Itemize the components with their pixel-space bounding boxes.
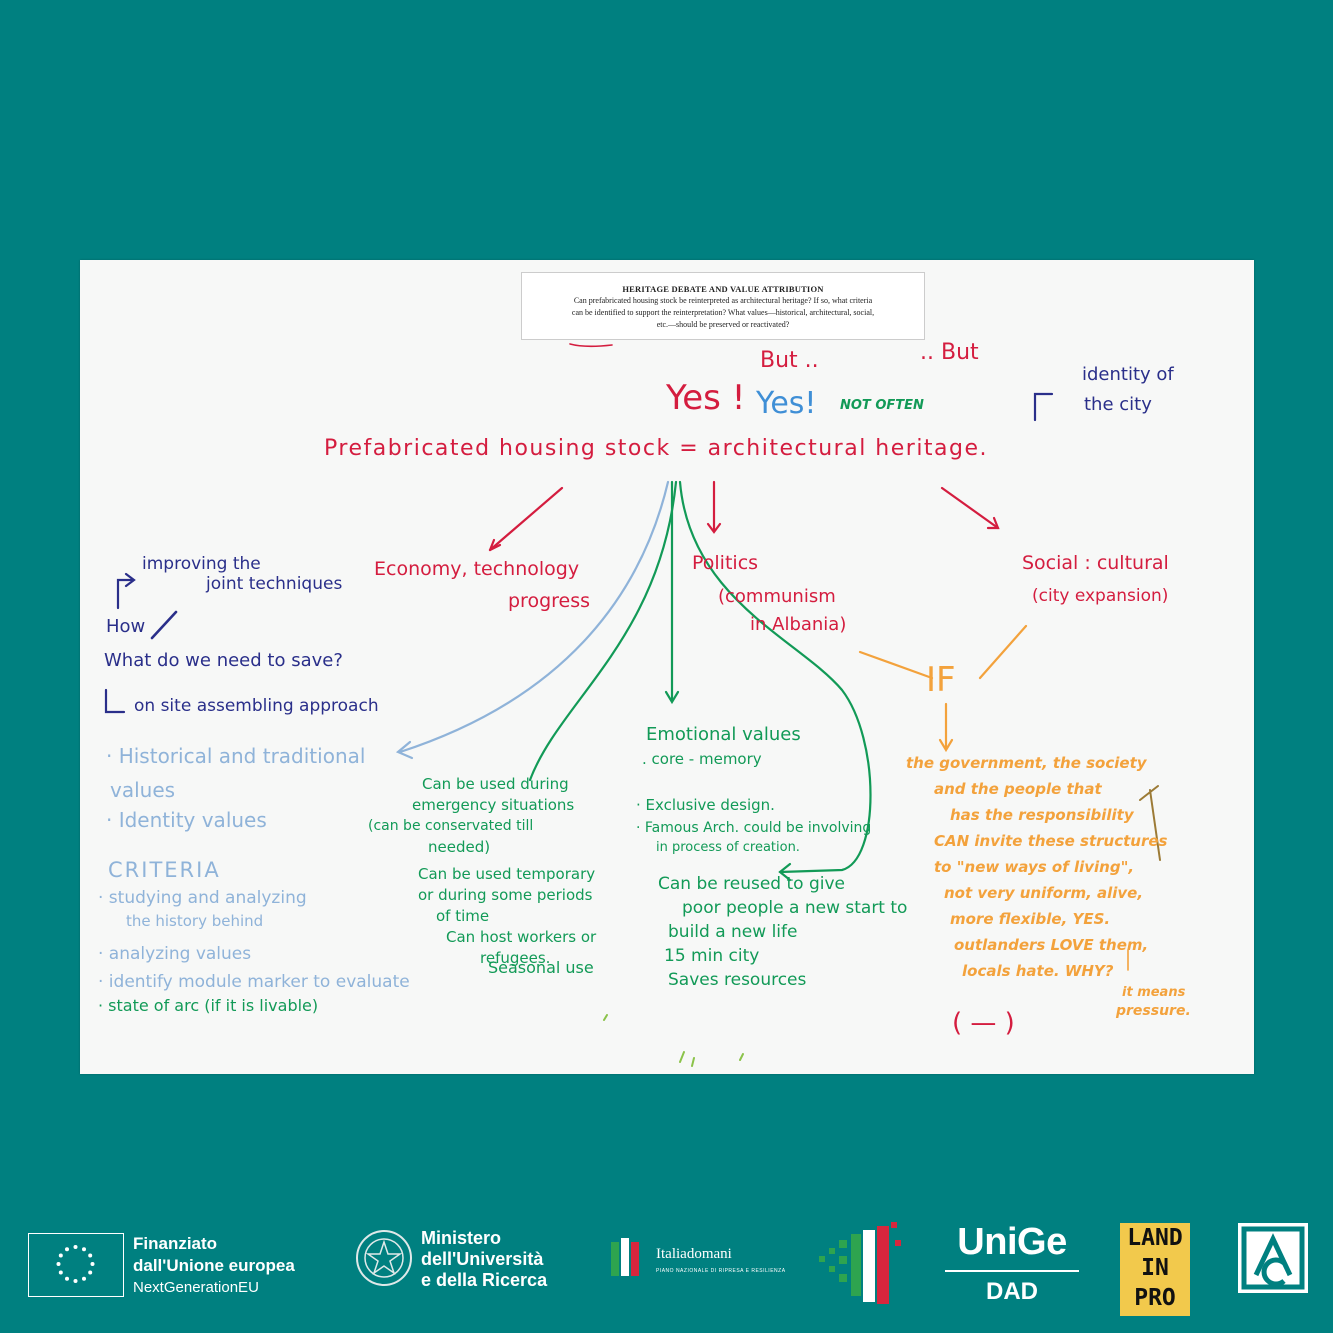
ministry-emblem-icon (354, 1228, 414, 1288)
historical-line-1: · Historical and traditional (106, 744, 366, 768)
main-statement: Prefabricated housing stock = architectu… (324, 436, 989, 461)
identity-line-1: identity of (1082, 364, 1174, 385)
emotional-line-1: Emotional values (646, 724, 801, 745)
famous-line-1: · Famous Arch. could be involving (636, 820, 872, 836)
economy-line-2: progress (508, 590, 591, 612)
land-line-3: PRO (1134, 1285, 1176, 1311)
reuse-line-1: Can be reused to give (658, 874, 845, 894)
orange-line-4: CAN invite these structures (934, 832, 1168, 850)
but-left: But .. (760, 348, 819, 373)
italiadomani-flag-icon (609, 1236, 649, 1280)
not-often: NOT OFTEN (840, 398, 924, 413)
improving-line-1: improving the (142, 554, 261, 574)
card-line-3: etc.—should be preserved or reactivated? (656, 320, 790, 329)
mur-line-1: Ministero (421, 1228, 502, 1248)
mind-map-arrows (104, 300, 1161, 1067)
criteria-2: · analyzing values (98, 944, 252, 964)
reuse-line-4: 15 min city (664, 946, 760, 966)
unige-logo: UniGe DAD (945, 1220, 1079, 1306)
green-left-line-4: needed) (428, 838, 491, 856)
emotional-line-2: . core - memory (642, 750, 762, 768)
orange-line-6: not very uniform, alive, (944, 884, 1144, 902)
green-left-line-7: of time (436, 907, 490, 925)
but-right: .. But (920, 340, 979, 365)
orange-line-7: more flexible, YES. (950, 910, 1111, 928)
unige-rule (945, 1270, 1079, 1272)
identity-line-2: the city (1084, 394, 1152, 415)
social-line-1: Social : cultural (1022, 552, 1169, 574)
eu-line-1: Finanziato (133, 1234, 218, 1253)
eu-line-3: NextGenerationEU (133, 1279, 259, 1296)
reuse-line-5: Saves resources (668, 970, 807, 990)
green-left-block: Can be used during emergency situations … (368, 774, 597, 969)
economy-line-1: Economy, technology (374, 558, 580, 580)
exclusive-design: · Exclusive design. (636, 796, 775, 814)
green-left-line-1: Can be used during (422, 775, 569, 793)
if-label: IF (926, 660, 956, 700)
eu-line-2: dall'Unione europea (133, 1256, 295, 1275)
whiteboard-photo: HERITAGE DEBATE AND VALUE ATTRIBUTION Ca… (80, 260, 1254, 1074)
green-left-line-6: or during some periods (418, 886, 593, 904)
criteria-3: · identify module marker to evaluate (98, 972, 410, 992)
sponsor-footer: Finanziato dall'Unione europea NextGener… (0, 1200, 1333, 1333)
eu-flag-icon (28, 1233, 124, 1297)
ac-logo-icon (1238, 1223, 1308, 1293)
politics-line-2: (communism (718, 586, 836, 607)
yes-red: Yes ! (666, 378, 746, 418)
criteria-1-line-2: the history behind (126, 912, 264, 930)
famous-line-2: in process of creation. (656, 840, 800, 855)
improving-line-2: joint techniques (206, 574, 343, 594)
question-card: HERITAGE DEBATE AND VALUE ATTRIBUTION Ca… (521, 272, 925, 340)
identity-values: · Identity values (106, 808, 267, 832)
green-left-line-2: emergency situations (412, 796, 575, 814)
reuse-block: Can be reused to give poor people a new … (658, 872, 907, 992)
yes-blue: Yes! (756, 386, 817, 421)
orange-line-10: it means (1122, 985, 1186, 1000)
orange-line-2: and the people that (934, 780, 1102, 798)
save-question: What do we need to save? (104, 650, 343, 671)
italiadomani-sub: PIANO NAZIONALE DI RIPRESA E RESILIENZA (656, 1268, 786, 1274)
pixel-flag-icon (815, 1220, 905, 1310)
green-left-line-3: (can be conservated till (368, 818, 534, 834)
orange-line-11: pressure. (1116, 1003, 1191, 1019)
mur-line-2: dell'Università (421, 1249, 544, 1269)
criteria-heading: CRITERIA (108, 858, 221, 882)
mur-line-3: e della Ricerca (421, 1270, 548, 1290)
unige-name: UniGe (957, 1221, 1067, 1263)
land-line-1: LAND (1127, 1225, 1183, 1251)
orange-line-3: has the responsibility (950, 806, 1134, 824)
social-line-2: (city expansion) (1032, 586, 1169, 606)
green-left-line-9: refugees. (480, 949, 551, 967)
how-label: How (106, 616, 146, 637)
card-title: HERITAGE DEBATE AND VALUE ATTRIBUTION (622, 284, 824, 294)
orange-line-8: outlanders LOVE them, (954, 936, 1149, 954)
orange-line-1: the government, the society (906, 754, 1147, 772)
land-in-pro-logo: LAND IN PRO (1120, 1223, 1190, 1316)
historical-line-2: values (110, 778, 176, 802)
seasonal-use: Seasonal use (488, 958, 594, 977)
orange-line-5: to "new ways of living", (934, 858, 1135, 876)
politics-line-3: in Albania) (750, 614, 847, 635)
card-line-1: Can prefabricated housing stock be reint… (573, 296, 873, 305)
criteria-1-line-1: · studying and analyzing (98, 888, 307, 908)
onsite-approach: on site assembling approach (134, 696, 379, 716)
reuse-line-2: poor people a new start to (682, 898, 908, 918)
criteria-4: · state of arc (if it is livable) (98, 996, 319, 1015)
green-left-line-5: Can be used temporary (418, 865, 596, 883)
unige-dad: DAD (986, 1278, 1038, 1305)
orange-line-9: locals hate. WHY? (962, 962, 1114, 980)
politics-line-1: Politics (692, 552, 759, 574)
reuse-line-3: build a new life (668, 922, 798, 942)
orange-block: the government, the society and the peop… (906, 750, 1191, 1020)
land-line-2: IN (1141, 1255, 1169, 1281)
italiadomani-name: Italiadomani (656, 1246, 732, 1262)
green-left-line-8: Can host workers or (446, 928, 597, 946)
eu-funded-text: Finanziato dall'Unione europea NextGener… (133, 1233, 295, 1299)
ministry-text: Ministero dell'Università e della Ricerc… (421, 1228, 547, 1291)
minus-note: ( — ) (952, 1008, 1015, 1038)
card-line-2: can be identified to support the reinter… (571, 308, 875, 317)
